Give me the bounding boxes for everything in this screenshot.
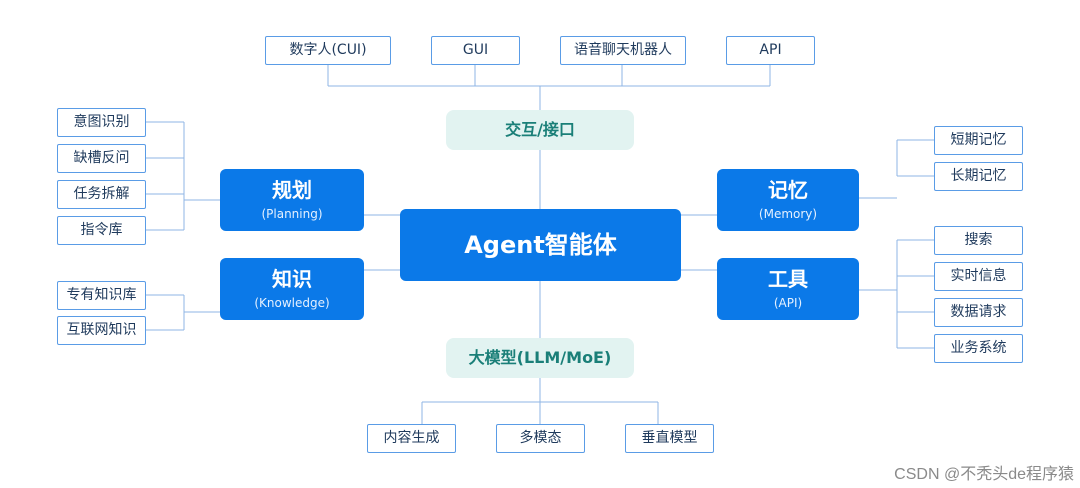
connector-bottom-items — [421, 378, 659, 424]
tools-item-search: 搜索 — [934, 226, 1023, 255]
connector-memory-items — [859, 139, 934, 199]
memory-item-short-term: 短期记忆 — [934, 126, 1023, 155]
interface-item-api: API — [726, 36, 815, 65]
interface-item-voice-chatbot: 语音聊天机器人 — [560, 36, 686, 65]
planning-subtitle: (Planning) — [261, 207, 323, 221]
planning-node: 规划 (Planning) — [220, 169, 364, 231]
connector-knowledge-items — [146, 294, 220, 331]
tools-subtitle: (API) — [773, 296, 803, 310]
interface-item-digital-human: 数字人(CUI) — [265, 36, 391, 65]
knowledge-item-proprietary: 专有知识库 — [57, 281, 146, 310]
model-item-multimodal: 多模态 — [496, 424, 585, 453]
planning-title: 规划 — [272, 178, 312, 202]
knowledge-subtitle: (Knowledge) — [254, 296, 330, 310]
interaction-interface-hub: 交互/接口 — [446, 110, 634, 150]
memory-subtitle: (Memory) — [758, 207, 818, 221]
memory-item-long-term: 长期记忆 — [934, 162, 1023, 191]
tools-title: 工具 — [768, 267, 808, 291]
agent-center-node: Agent智能体 — [400, 209, 681, 281]
tools-item-business-system: 业务系统 — [934, 334, 1023, 363]
model-item-content-generation: 内容生成 — [367, 424, 456, 453]
planning-item-task-decomposition: 任务拆解 — [57, 180, 146, 209]
tools-node: 工具 (API) — [717, 258, 859, 320]
connector-top-items — [327, 64, 771, 110]
csdn-watermark: CSDN @不秃头de程序猿 — [894, 466, 1074, 483]
interface-item-gui: GUI — [431, 36, 520, 65]
knowledge-item-internet: 互联网知识 — [57, 316, 146, 345]
memory-title: 记忆 — [768, 178, 808, 202]
memory-node: 记忆 (Memory) — [717, 169, 859, 231]
planning-item-intent-recognition: 意图识别 — [57, 108, 146, 137]
llm-model-hub: 大模型(LLM/MoE) — [446, 338, 634, 378]
planning-item-instruction-library: 指令库 — [57, 216, 146, 245]
tools-item-realtime-info: 实时信息 — [934, 262, 1023, 291]
tools-item-data-request: 数据请求 — [934, 298, 1023, 327]
connector-planning-items — [146, 121, 220, 231]
connector-tools-items — [859, 239, 934, 349]
knowledge-title: 知识 — [272, 267, 312, 291]
knowledge-node: 知识 (Knowledge) — [220, 258, 364, 320]
model-item-vertical-model: 垂直模型 — [625, 424, 714, 453]
planning-item-slot-clarification: 缺槽反问 — [57, 144, 146, 173]
